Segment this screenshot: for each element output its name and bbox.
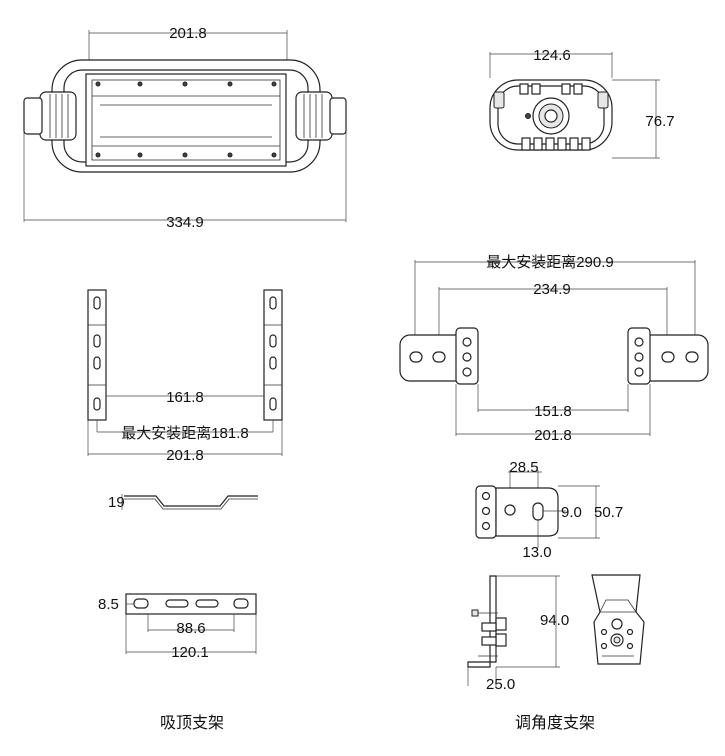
dim-angle-detail-width: 28.5 bbox=[509, 459, 538, 476]
ceiling-bracket-profile: 19 bbox=[108, 494, 258, 511]
angle-bracket-detail: 28.5 9.0 50.7 13.0 bbox=[475, 459, 623, 561]
dim-ceiling-slot-span: 88.6 bbox=[176, 620, 205, 637]
angle-bracket-side: 94.0 25.0 bbox=[467, 575, 569, 693]
dim-ceiling-outer-width: 201.8 bbox=[166, 447, 204, 464]
angle-bracket-perspective bbox=[591, 574, 645, 665]
dim-top-overall-width: 334.9 bbox=[166, 214, 204, 231]
dim-end-height: 76.7 bbox=[645, 113, 674, 130]
dim-ceiling-inner-span: 161.8 bbox=[166, 389, 204, 406]
luminaire-top-view: 201.8 334.9 bbox=[23, 25, 347, 231]
ceiling-bracket-base: 8.5 88.6 120.1 bbox=[98, 593, 257, 661]
dim-angle-side-foot: 25.0 bbox=[486, 676, 515, 693]
angle-bracket-front: 最大安装距离290.9 234.9 151.8 201.8 bbox=[399, 254, 709, 444]
ceiling-bracket-caption: 吸顶支架 bbox=[160, 713, 224, 732]
dim-top-inner-width: 201.8 bbox=[169, 25, 207, 42]
ceiling-bracket-front: 161.8 最大安装距离181.8 201.8 bbox=[87, 289, 283, 464]
dim-ceiling-max-mount: 最大安装距离181.8 bbox=[121, 425, 249, 442]
dim-angle-side-height: 94.0 bbox=[540, 612, 569, 629]
luminaire-end-view: 124.6 76.7 bbox=[489, 47, 675, 159]
dim-angle-hole-span: 234.9 bbox=[533, 281, 571, 298]
dim-angle-detail-height: 50.7 bbox=[594, 504, 623, 521]
dim-angle-max-mount: 最大安装距离290.9 bbox=[486, 254, 614, 271]
dim-ceiling-profile-height: 19 bbox=[108, 494, 125, 511]
angle-bracket-caption: 调角度支架 bbox=[515, 713, 595, 732]
dim-angle-slot-length: 13.0 bbox=[522, 544, 551, 561]
dim-angle-outer-width: 201.8 bbox=[534, 427, 572, 444]
dim-ceiling-base-width: 120.1 bbox=[171, 644, 209, 661]
dim-ceiling-slot-offset: 8.5 bbox=[98, 596, 119, 613]
dim-angle-inner-span: 151.8 bbox=[534, 403, 572, 420]
dim-angle-slot-width: 9.0 bbox=[561, 504, 582, 521]
dim-end-width: 124.6 bbox=[533, 47, 571, 64]
